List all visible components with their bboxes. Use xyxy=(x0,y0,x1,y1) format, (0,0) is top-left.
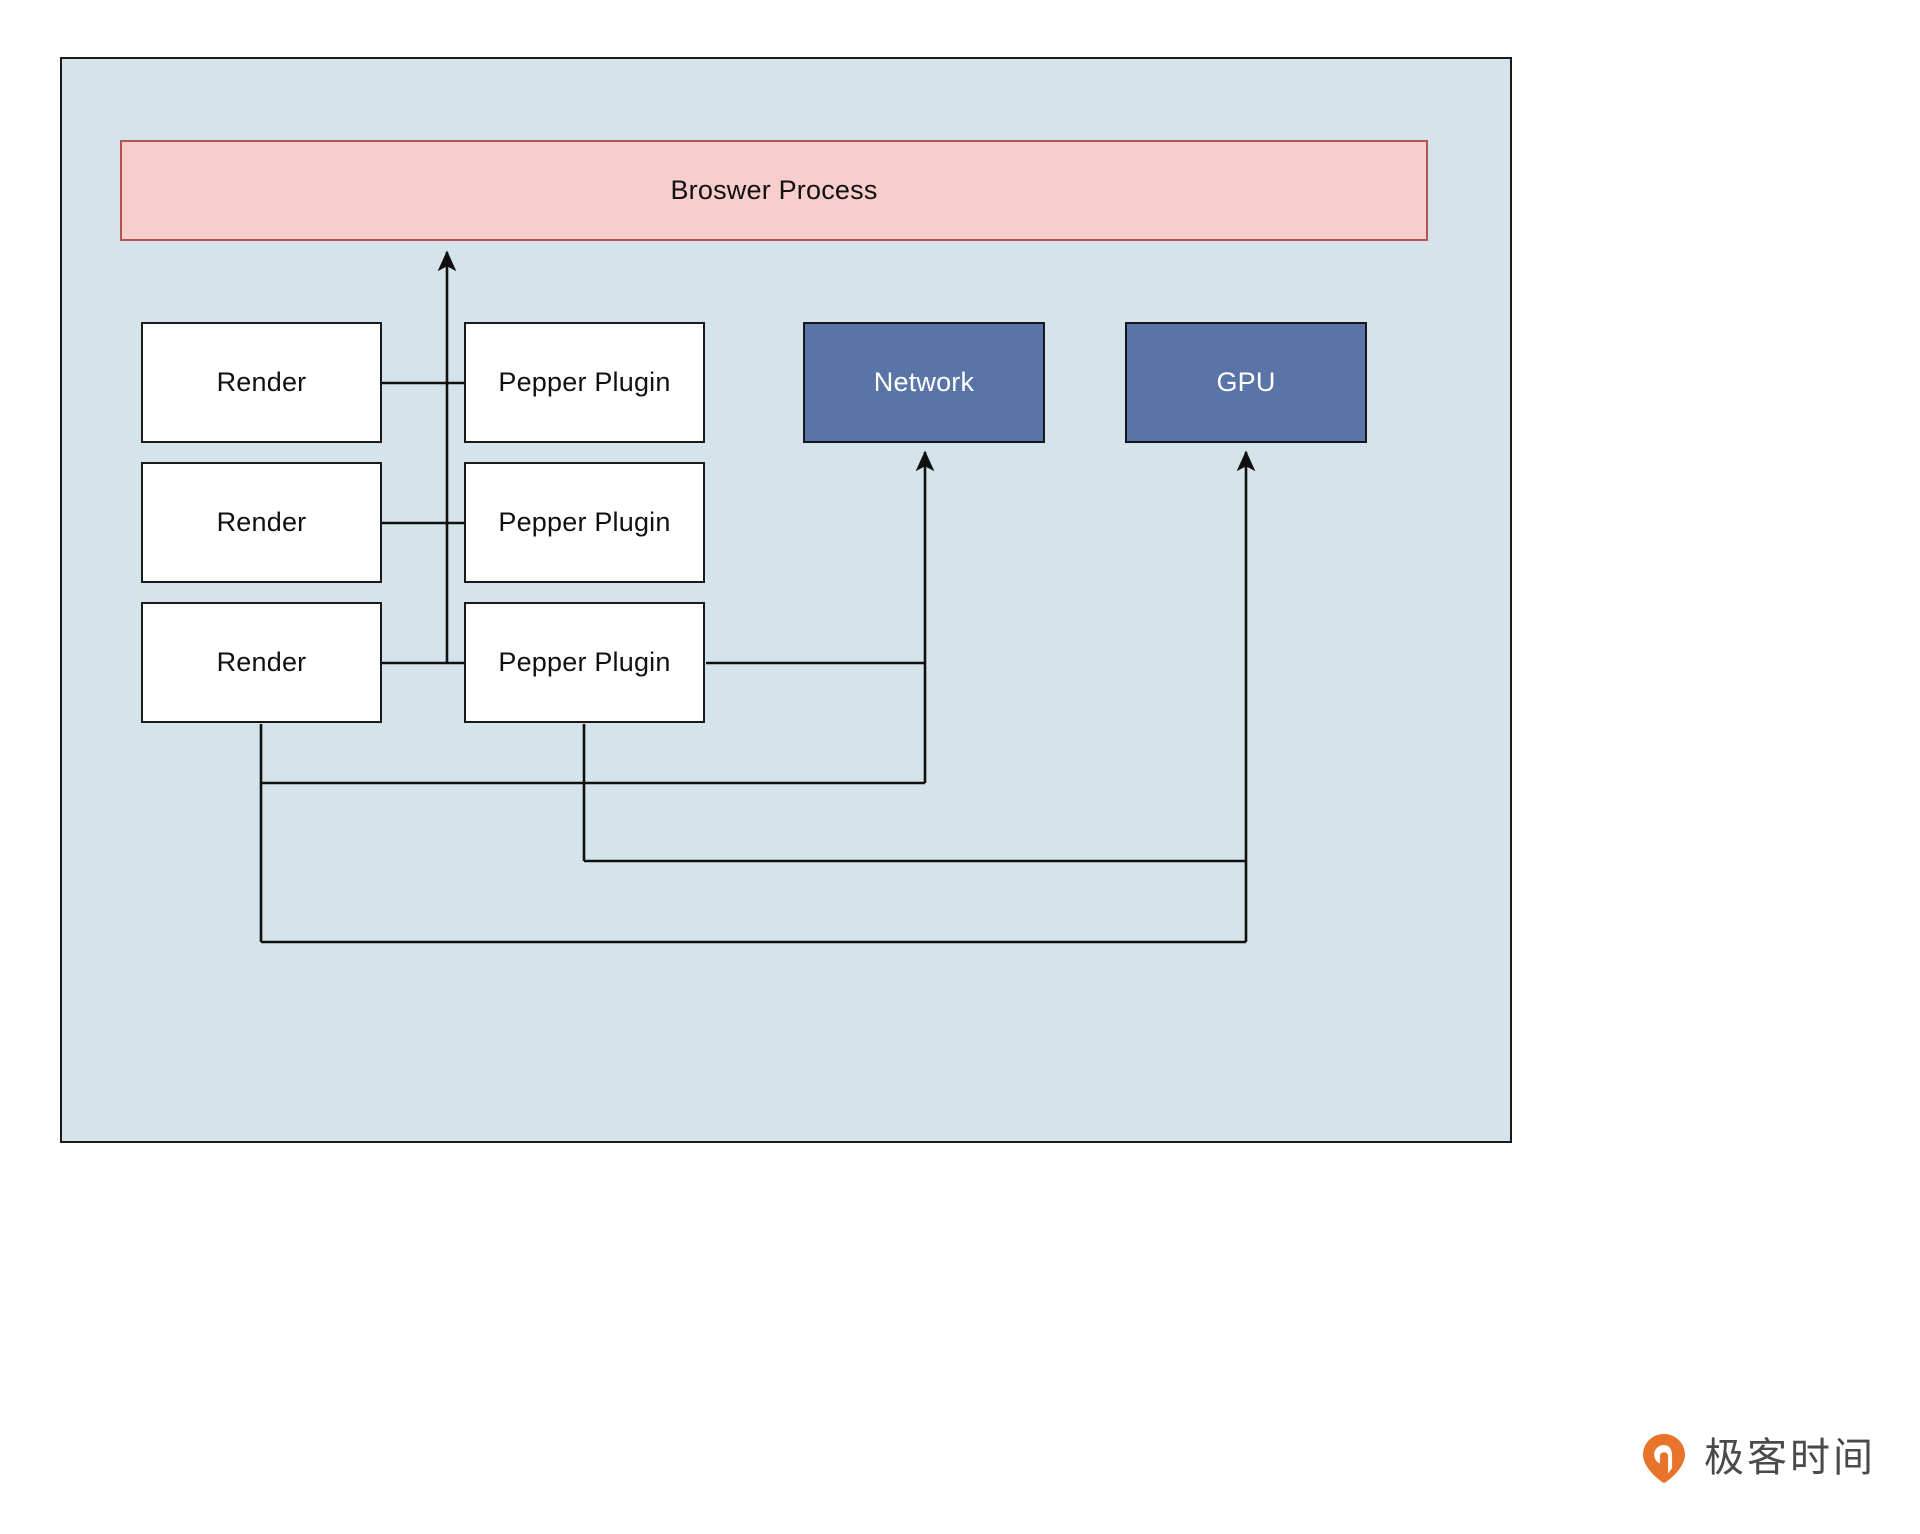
node-render-2[interactable]: Render xyxy=(141,462,382,583)
node-pepper-plugin-1[interactable]: Pepper Plugin xyxy=(464,322,705,443)
watermark: 极客时间 xyxy=(1638,1432,1876,1484)
node-render-1[interactable]: Render xyxy=(141,322,382,443)
node-pepper-plugin-1-label: Pepper Plugin xyxy=(498,367,671,397)
node-render-1-label: Render xyxy=(216,367,307,397)
watermark-text: 极客时间 xyxy=(1704,1435,1876,1481)
location-pin-icon xyxy=(1638,1432,1690,1484)
node-pepper-plugin-3-label: Pepper Plugin xyxy=(498,647,671,677)
node-render-2-label: Render xyxy=(216,507,307,537)
node-pepper-plugin-2-label: Pepper Plugin xyxy=(498,507,671,537)
node-pepper-plugin-3[interactable]: Pepper Plugin xyxy=(464,602,705,723)
node-gpu-label: GPU xyxy=(1216,367,1276,397)
node-gpu[interactable]: GPU xyxy=(1125,322,1367,443)
node-browser-process[interactable]: Broswer Process xyxy=(120,140,1428,241)
node-pepper-plugin-2[interactable]: Pepper Plugin xyxy=(464,462,705,583)
node-browser-process-label: Broswer Process xyxy=(670,175,878,205)
node-render-3-label: Render xyxy=(216,647,307,677)
node-render-3[interactable]: Render xyxy=(141,602,382,723)
node-network-label: Network xyxy=(873,367,975,397)
node-network[interactable]: Network xyxy=(803,322,1045,443)
